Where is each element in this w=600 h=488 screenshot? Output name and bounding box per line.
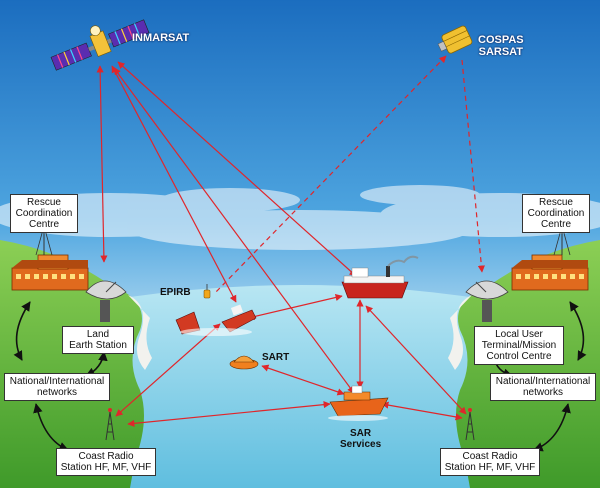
lut-dish-icon	[465, 280, 509, 322]
link-epirb-coast-left	[115, 323, 221, 417]
link-sar-coast-right	[381, 401, 463, 421]
coast-radio-right-box: Coast Radio Station HF, MF, VHF	[440, 448, 540, 476]
merchant-ship-icon	[341, 255, 419, 299]
rcc-building-left-icon	[11, 225, 89, 291]
arc-rcc-networks-right	[569, 301, 587, 361]
coast-radio-tower-right-icon	[465, 408, 475, 441]
coast-radio-tower-left-icon	[105, 408, 115, 441]
sinking-ship-icon	[175, 304, 257, 336]
rcc-left-box: Rescue Coordination Centre	[10, 194, 78, 233]
sart-label: SART	[262, 352, 290, 363]
cospas-sarsat-satellite-icon	[437, 25, 473, 54]
link-epirb-ship	[247, 293, 343, 321]
link-inmarsat-sar	[113, 67, 355, 394]
networks-left-box: National/International networks	[4, 373, 110, 401]
arc-rcc-networks-left	[13, 301, 31, 361]
epirb-beacon-icon	[203, 284, 211, 299]
epirb-label: EPIRB	[160, 287, 191, 298]
coast-radio-left-box: Coast Radio Station HF, MF, VHF	[56, 448, 156, 476]
link-sar-coast-left	[127, 401, 331, 427]
lut-mcc-box: Local User Terminal/Mission Control Cent…	[474, 326, 564, 365]
inmarsat-satellite-icon	[50, 19, 150, 71]
rcc-building-right-icon	[511, 225, 589, 291]
rcc-right-box: Rescue Coordination Centre	[522, 194, 590, 233]
sea	[110, 285, 490, 488]
sart-liferaft-icon	[229, 355, 259, 370]
land-earth-station-dish-icon	[85, 280, 127, 322]
inmarsat-label: INMARSAT	[132, 32, 190, 44]
sar-ship-icon	[328, 385, 389, 421]
link-cospas-epirb	[213, 55, 447, 295]
land-earth-station-box: Land Earth Station	[62, 326, 134, 354]
networks-right-box: National/International networks	[490, 373, 596, 401]
communication-links	[96, 55, 485, 427]
link-ship-coast-right	[365, 305, 467, 415]
sar-services-label: SAR Services	[340, 428, 382, 450]
link-sart-sar	[261, 364, 345, 396]
cospas-sarsat-label: COSPAS SARSAT	[478, 34, 524, 58]
link-inmarsat-les	[96, 65, 108, 263]
